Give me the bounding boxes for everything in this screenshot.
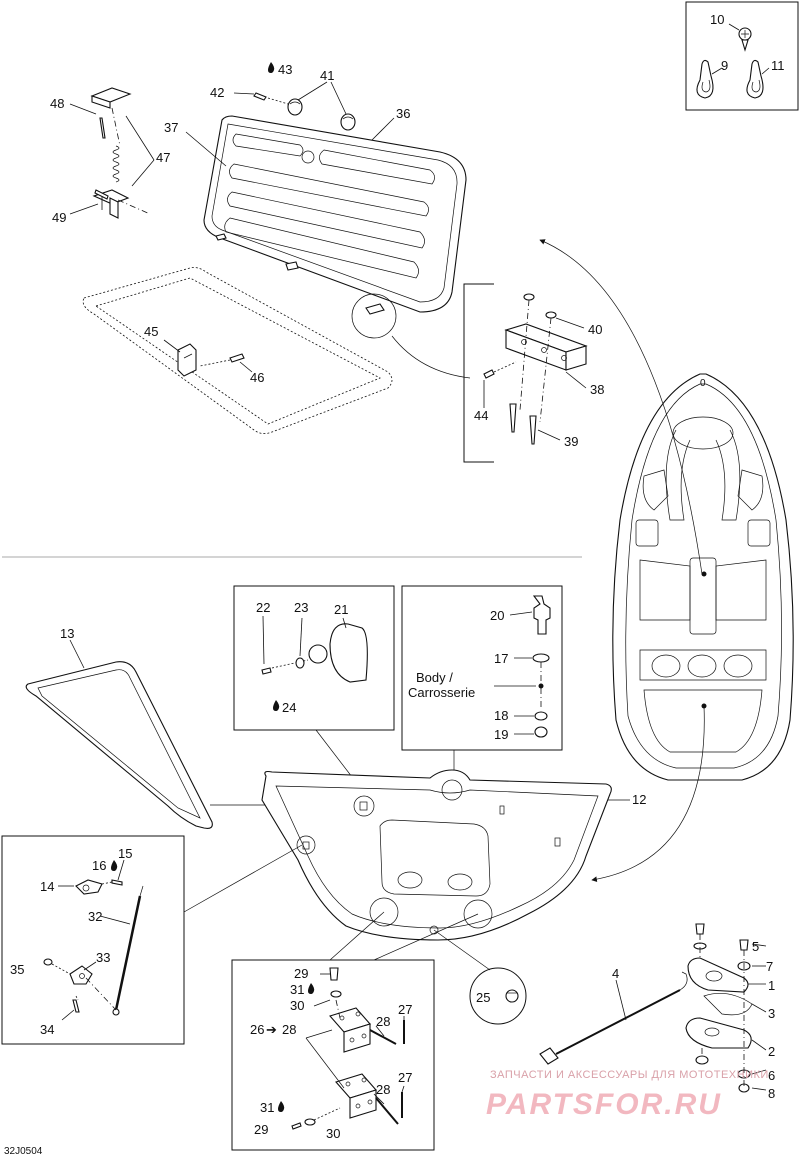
hinge-bracket-box	[463, 283, 588, 463]
callout-3: 3	[768, 1006, 775, 1021]
callout-25: 25	[476, 990, 490, 1005]
clip-11	[746, 59, 764, 99]
droplet-icon	[278, 1101, 285, 1112]
callout-24-group: 24	[273, 700, 296, 715]
screw-10	[738, 27, 752, 52]
callout-16-group: 16	[92, 858, 118, 873]
callout-31b-group: 31	[260, 1100, 285, 1115]
callout-8: 8	[768, 1086, 775, 1101]
callout-40: 40	[588, 322, 602, 337]
callout-49: 49	[52, 210, 66, 225]
droplet-icon	[308, 983, 315, 994]
callout-18: 18	[494, 708, 508, 723]
callout-2: 2	[768, 1044, 775, 1059]
callout-38: 38	[590, 382, 604, 397]
droplet-icon	[111, 860, 118, 871]
hinge-detail-box	[231, 959, 435, 1151]
callout-6: 6	[768, 1068, 775, 1083]
grommet-41a	[287, 98, 303, 116]
release-rod-4	[539, 971, 688, 1065]
callout-16: 16	[92, 858, 106, 873]
callout-31a: 31	[290, 982, 304, 997]
watermark-logo: PARTSFOR.RU	[486, 1088, 722, 1121]
callout-43-group: 43	[268, 62, 292, 77]
latch-45	[177, 343, 197, 377]
callout-28c: 28	[376, 1082, 390, 1097]
callout-7: 7	[766, 959, 773, 974]
storage-opening-outline	[82, 267, 393, 434]
bumper-detail-box	[233, 585, 395, 731]
callout-27b: 27	[398, 1070, 412, 1085]
latch-assembly	[685, 923, 753, 1093]
callout-26: 26	[250, 1022, 264, 1037]
callout-44: 44	[474, 408, 488, 423]
callout-45: 45	[144, 324, 158, 339]
clip-detail-box: 10 9 11	[685, 1, 799, 111]
callout-36: 36	[396, 106, 410, 121]
grommet-41b	[340, 113, 356, 131]
callout-41: 41	[320, 68, 334, 83]
callout-29b: 29	[254, 1122, 268, 1137]
arrow-icon: ➔	[266, 1022, 277, 1037]
callout-14: 14	[40, 879, 54, 894]
callout-23: 23	[294, 600, 308, 615]
callout-10: 10	[710, 12, 724, 27]
callout-21: 21	[334, 602, 348, 617]
callout-37: 37	[164, 120, 178, 135]
clip-9	[696, 59, 714, 99]
callout-1: 1	[768, 978, 775, 993]
storage-bin-12	[261, 769, 612, 941]
callout-34: 34	[40, 1022, 54, 1037]
fastener-detail-box	[401, 585, 563, 751]
watermark-text: ЗАПЧАСТИ И АКСЕССУАРЫ ДЛЯ МОТОТЕХНИКИ	[490, 1069, 769, 1081]
callout-28-main: 28	[282, 1022, 296, 1037]
screw-42	[253, 92, 289, 105]
callout-9: 9	[721, 58, 728, 73]
callout-31a-group: 31	[290, 982, 315, 997]
body-label: Body /	[416, 670, 453, 685]
callout-31b: 31	[260, 1100, 274, 1115]
detail-circle-25	[469, 967, 527, 1025]
screw-46	[199, 353, 245, 367]
callout-47: 47	[156, 150, 170, 165]
callout-22: 22	[256, 600, 270, 615]
callout-30b: 30	[326, 1126, 340, 1141]
callout-15: 15	[118, 846, 132, 861]
callout-26-28-group: 26 ➔ 28	[250, 1022, 296, 1037]
callout-42: 42	[210, 85, 224, 100]
diagram-id: 32J0504	[4, 1146, 43, 1157]
callout-30a: 30	[290, 998, 304, 1013]
callout-13: 13	[60, 626, 74, 641]
droplet-icon	[268, 62, 275, 73]
callout-28b: 28	[376, 1014, 390, 1029]
callout-4: 4	[612, 966, 619, 981]
callout-48: 48	[50, 96, 64, 111]
callout-19: 19	[494, 727, 508, 742]
callout-29a: 29	[294, 966, 308, 981]
droplet-icon	[273, 700, 280, 711]
gas-spring-detail-box	[1, 835, 185, 1045]
callout-43: 43	[278, 62, 292, 77]
callout-12: 12	[632, 792, 646, 807]
detail-circle-lid-hinge	[351, 293, 397, 339]
callout-32: 32	[88, 909, 102, 924]
body-label-french: Carrosserie	[408, 685, 475, 700]
callout-24: 24	[282, 700, 296, 715]
lid-spring-assembly	[90, 87, 151, 219]
callout-46: 46	[250, 370, 264, 385]
callout-35: 35	[10, 962, 24, 977]
callout-11: 11	[771, 58, 785, 73]
callout-20: 20	[490, 608, 504, 623]
seal-13	[25, 661, 213, 829]
callout-33: 33	[96, 950, 110, 965]
watercraft-top-view: 0	[612, 373, 794, 781]
callout-39: 39	[564, 434, 578, 449]
callout-17: 17	[494, 651, 508, 666]
hull-mark: 0	[700, 378, 706, 389]
storage-lid	[203, 115, 467, 313]
callout-5: 5	[752, 939, 759, 954]
callout-27a: 27	[398, 1002, 412, 1017]
